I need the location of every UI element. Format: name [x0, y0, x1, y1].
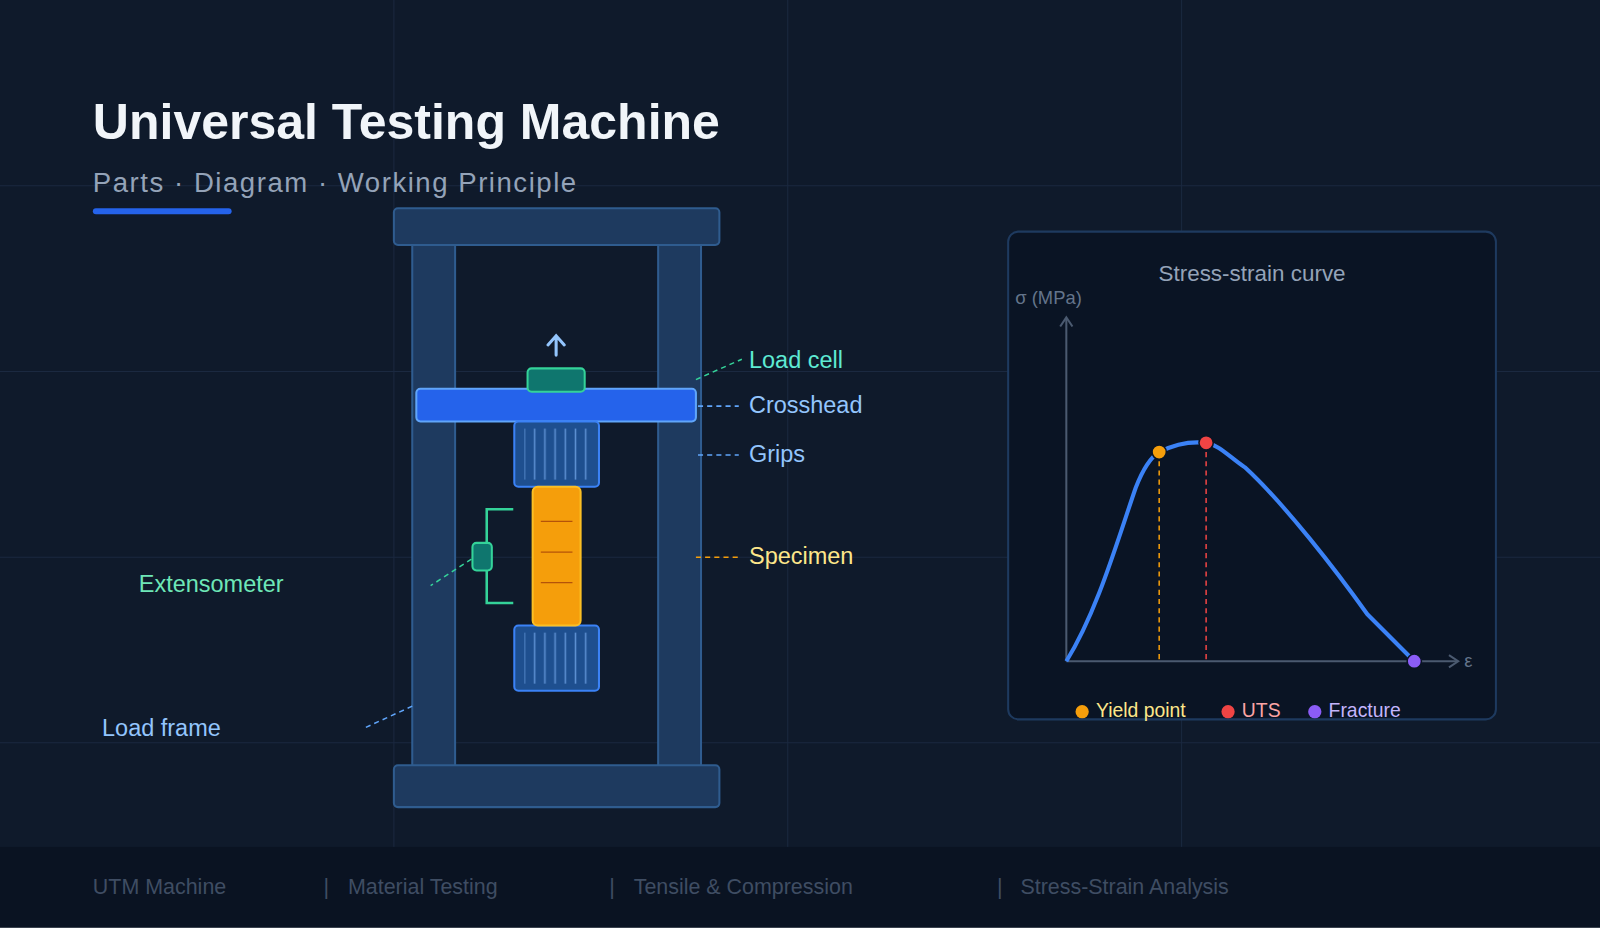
chart-title: Stress-strain curve [1158, 261, 1345, 288]
footer-item: Stress-Strain Analysis [1020, 874, 1228, 900]
part-label: Load frame [102, 714, 221, 742]
legend-text: Yield point [1096, 700, 1186, 723]
legend-text: UTS [1242, 700, 1281, 723]
part-label: Extensometer [139, 571, 284, 599]
part-label: Specimen [749, 543, 853, 571]
part-label: Grips [749, 441, 805, 469]
axis-label: ε [1464, 650, 1472, 672]
footer-item: Material Testing [348, 874, 498, 900]
axis-label: σ (MPa) [1015, 288, 1081, 310]
chart-panel: Stress-strain curve [1008, 232, 1496, 720]
footer-separator: | [997, 874, 1003, 900]
footer-separator: | [609, 874, 615, 900]
legend-swatch [1076, 705, 1089, 718]
footer-item: UTM Machine [93, 874, 226, 900]
footer-separator: | [323, 874, 329, 900]
legend-swatch [1308, 705, 1321, 718]
subtitle: Parts · Diagram · Working Principle [93, 166, 578, 199]
legend-swatch [1221, 705, 1234, 718]
part-label: Load cell [749, 346, 843, 374]
legend-text: Fracture [1329, 700, 1401, 723]
part-label: Crosshead [749, 392, 863, 420]
page-title: Universal Testing Machine [93, 92, 720, 152]
footer-item: Tensile & Compression [634, 874, 853, 900]
